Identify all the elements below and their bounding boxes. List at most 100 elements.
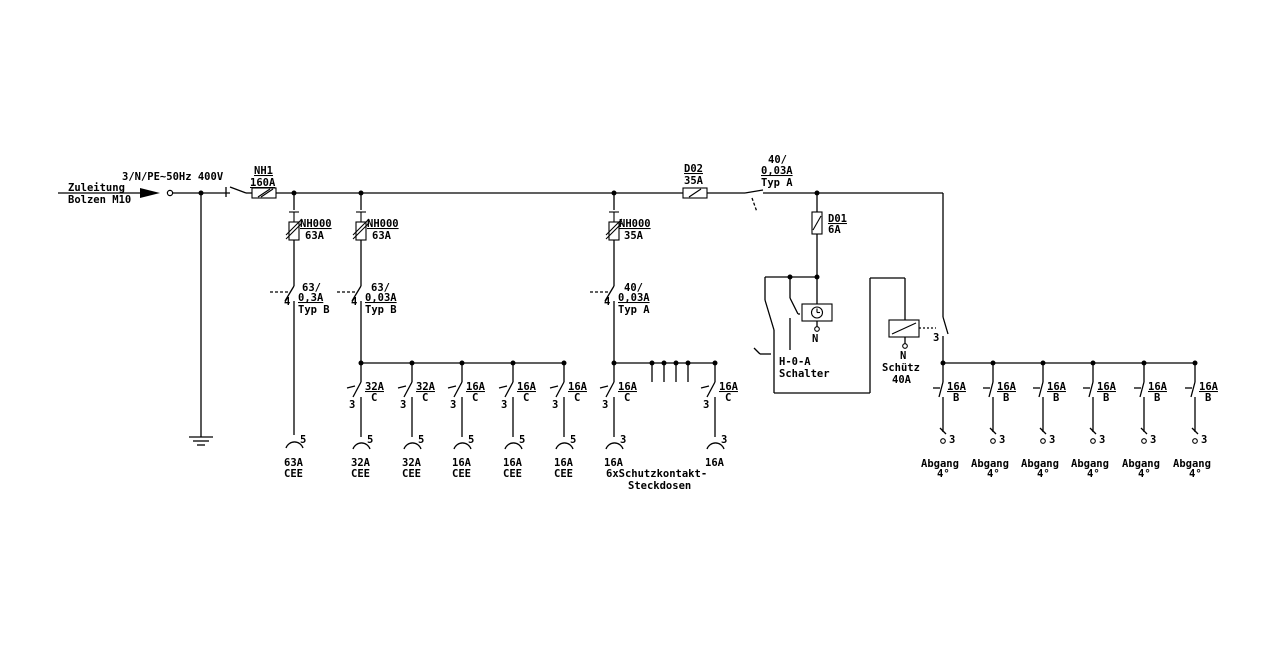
breaker-icon [706,381,716,398]
timer-icon [801,303,833,322]
outlet-poles: 3 [999,434,1005,446]
breaker-icon [938,381,944,398]
outlet-label: Abgang [1122,458,1160,470]
breaker-rating: 16A [1199,381,1219,393]
outlet-label: Abgang [971,458,1009,470]
breaker-characteristic: C [472,392,478,404]
branch4-timer-neutral: N [812,333,818,345]
socket-rating: 16A [452,457,472,469]
breaker-characteristic: B [1103,392,1109,404]
branch1-rcd-type: Typ B [298,304,330,316]
outlet-terminal-icon [990,438,996,444]
outlet-label: Abgang [1021,458,1059,470]
breaker-rating: 16A [568,381,588,393]
socket-rating: 16A [604,457,624,469]
branch3-group-label-line1: 6xSchutzkontakt- [606,468,707,480]
branch4-fuse-rating: 35A [684,175,704,187]
breaker-characteristic: C [371,392,377,404]
branch3-rcd-type: Typ A [618,304,650,316]
breaker-rating: 16A [1148,381,1168,393]
contactor-coil-icon [888,319,920,338]
socket-icon [453,442,472,450]
breaker-rating: 16A [1097,381,1117,393]
rcd-icon [590,275,615,302]
branch3-pole-mark: 4 [604,296,610,308]
socket-poles: 5 [418,434,424,446]
spare-branches [649,360,691,382]
branch4-rcd-rating: 40/ [768,154,787,166]
branch2-rcd-rating: 63/ [371,282,390,294]
supply-rating: 3/N/PE~50Hz 400V [122,171,224,183]
socket-icon [285,441,304,449]
socket-icon [706,442,725,450]
breaker-characteristic: C [725,392,731,404]
supply-terminal-icon [166,189,174,197]
nh-fuse-holder-icon [605,211,623,241]
outlet-poles: 3 [1049,434,1055,446]
outlet-sub: 4° [1087,468,1100,480]
socket-rating: 32A [402,457,422,469]
breaker-characteristic: B [1003,392,1009,404]
breaker-characteristic: B [1053,392,1059,404]
breaker-rating: 32A [416,381,436,393]
outlet-terminal-icon [1141,438,1147,444]
breaker-characteristic: B [953,392,959,404]
breaker-rating: 16A [947,381,967,393]
breaker-poles: 3 [450,399,456,411]
breaker-rating: 32A [365,381,385,393]
outlet-label: Abgang [1173,458,1211,470]
ground-icon [189,436,213,446]
breaker-icon [1190,381,1196,398]
socket-kind: CEE [503,468,522,480]
branch4-contactor-poles: 3 [933,332,939,344]
supply-arrow-icon [140,188,160,198]
rcd-icon [270,275,295,302]
breaker-icon [453,381,463,398]
socket-rating: 16A [705,457,725,469]
branch4-fuse-name: D02 [684,163,703,175]
socket-kind: CEE [452,468,471,480]
outlet-terminal-icon [1040,438,1046,444]
branch2-fuse-rating: 63A [372,230,392,242]
outlet-sub: 4° [1189,468,1202,480]
branch1-socket-poles: 5 [300,434,306,446]
branch4-contactor-rating: 40A [892,374,912,386]
socket-icon [605,442,624,450]
main-switch-icon [225,186,247,197]
rcd-icon [744,189,764,213]
nh-fuse-holder-icon [352,211,370,241]
breaker-icon [403,381,413,398]
outlet-label: Abgang [921,458,959,470]
branch3-fuse-type: NH000 [619,218,651,230]
branch-3: NH000 35A 4 40/ 0,03A Typ A 16AC3316A16A… [590,193,739,492]
d02-fuse-icon [682,187,708,199]
branch2-fuse-type: NH000 [367,218,399,230]
breaker-rating: 16A [1047,381,1067,393]
rcd-icon [337,275,362,302]
breaker-icon [1139,381,1145,398]
contactor-contact-icon [942,316,949,335]
branch1-socket-rating: 63A [284,457,304,469]
branch4-rcd-trip: 0,03A [761,165,793,177]
socket-rating: 16A [503,457,523,469]
neutral-terminal-icon [814,326,820,332]
socket-icon [555,442,574,450]
breaker-characteristic: B [1154,392,1160,404]
outlet-terminal-icon [1090,438,1096,444]
breaker-poles: 3 [400,399,406,411]
breaker-icon [1088,381,1094,398]
breaker-rating: 16A [517,381,537,393]
outlet-poles: 3 [1150,434,1156,446]
breaker-rating: 16A [997,381,1017,393]
breaker-rating: 16A [466,381,486,393]
supply-label-line2: Bolzen M10 [68,194,131,206]
outlet-terminal-icon [940,438,946,444]
